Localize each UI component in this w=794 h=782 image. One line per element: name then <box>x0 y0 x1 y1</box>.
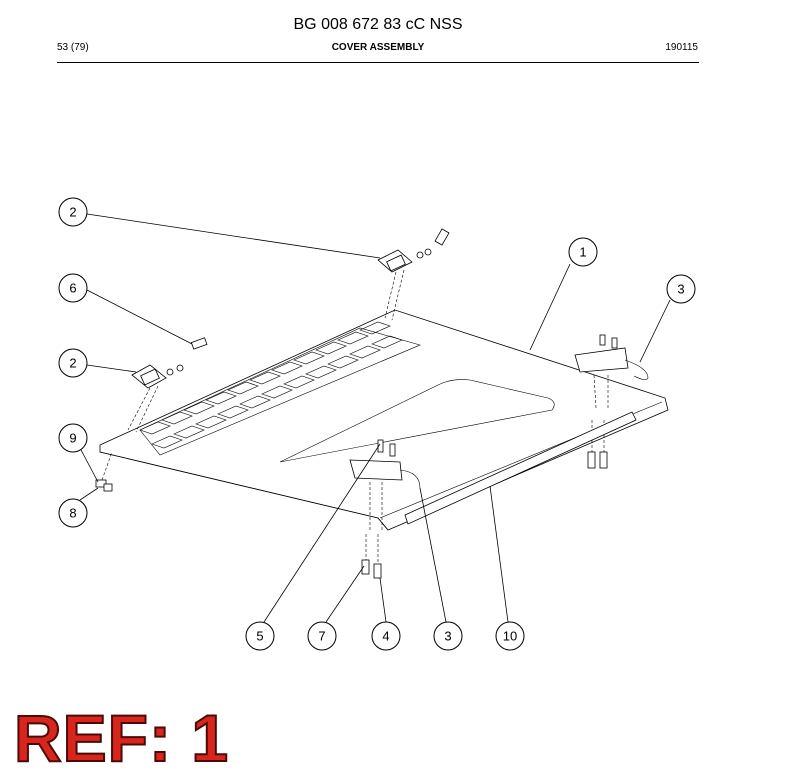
latch-right <box>574 334 649 469</box>
vent-slat <box>173 425 205 439</box>
callout-2-upper: 2 <box>58 197 88 227</box>
callout-number: 2 <box>69 356 76 371</box>
vent-slat <box>261 385 293 399</box>
callout-number: 1 <box>579 245 586 260</box>
rod-10 <box>404 411 637 525</box>
callout-8: 6 <box>58 273 88 303</box>
callout-number: 10 <box>503 629 517 644</box>
callout-7: 8 <box>58 498 88 528</box>
callout-number: 2 <box>69 205 76 220</box>
hinge-upper <box>377 228 450 321</box>
callout-number: 3 <box>677 282 684 297</box>
callout-2-left: 2 <box>58 348 88 378</box>
callout-10: 10 <box>495 621 525 651</box>
page-number: 53 (79) <box>57 42 89 53</box>
nuts-7-9 <box>95 451 113 492</box>
vent-slat <box>139 421 171 435</box>
vent-slat <box>315 341 347 355</box>
vent-slat <box>337 331 369 345</box>
document-date: 190115 <box>665 42 698 53</box>
callout-5: 5 <box>245 621 275 651</box>
callout-number: 7 <box>318 629 325 644</box>
vent-slat <box>151 435 183 449</box>
callout-1: 1 <box>568 237 598 267</box>
callout-4: 4 <box>371 621 401 651</box>
vent-slat <box>249 371 281 385</box>
header-divider <box>57 62 699 63</box>
vent-slat <box>359 321 391 335</box>
callout-number: 4 <box>382 629 389 644</box>
callout-9: 9 <box>58 423 88 453</box>
cover-plate <box>99 309 669 531</box>
callout-number: 9 <box>69 431 76 446</box>
vent-slat <box>239 395 271 409</box>
vent-slat <box>305 365 337 379</box>
vent-slat <box>349 345 381 359</box>
callout-number: 8 <box>69 506 76 521</box>
ref-label: REF: 1 <box>13 701 230 775</box>
vent-slat <box>327 355 359 369</box>
callout-6: 7 <box>307 621 337 651</box>
vent-slat <box>293 351 325 365</box>
vent-slat <box>217 405 249 419</box>
callout-number: 5 <box>256 629 263 644</box>
vent-slat <box>283 375 315 389</box>
vent-slat <box>195 415 227 429</box>
vent-slat <box>227 381 259 395</box>
section-title: COVER ASSEMBLY <box>331 42 425 53</box>
vent-slats <box>139 321 403 449</box>
callout-number: 3 <box>444 629 451 644</box>
callout-3-right: 3 <box>666 274 696 304</box>
screw-8 <box>190 337 208 350</box>
vent-slat <box>271 361 303 375</box>
vent-slat <box>205 391 237 405</box>
vent-slat <box>161 411 193 425</box>
callout-3-bottom: 3 <box>433 621 463 651</box>
document-title: BG 008 672 83 cC NSS <box>293 16 463 33</box>
callout-number: 6 <box>69 281 76 296</box>
latch-center <box>349 439 421 579</box>
vent-slat <box>183 401 215 415</box>
leader-lines <box>79 213 671 623</box>
vent-slat <box>371 335 403 349</box>
hinge-left <box>127 364 184 433</box>
